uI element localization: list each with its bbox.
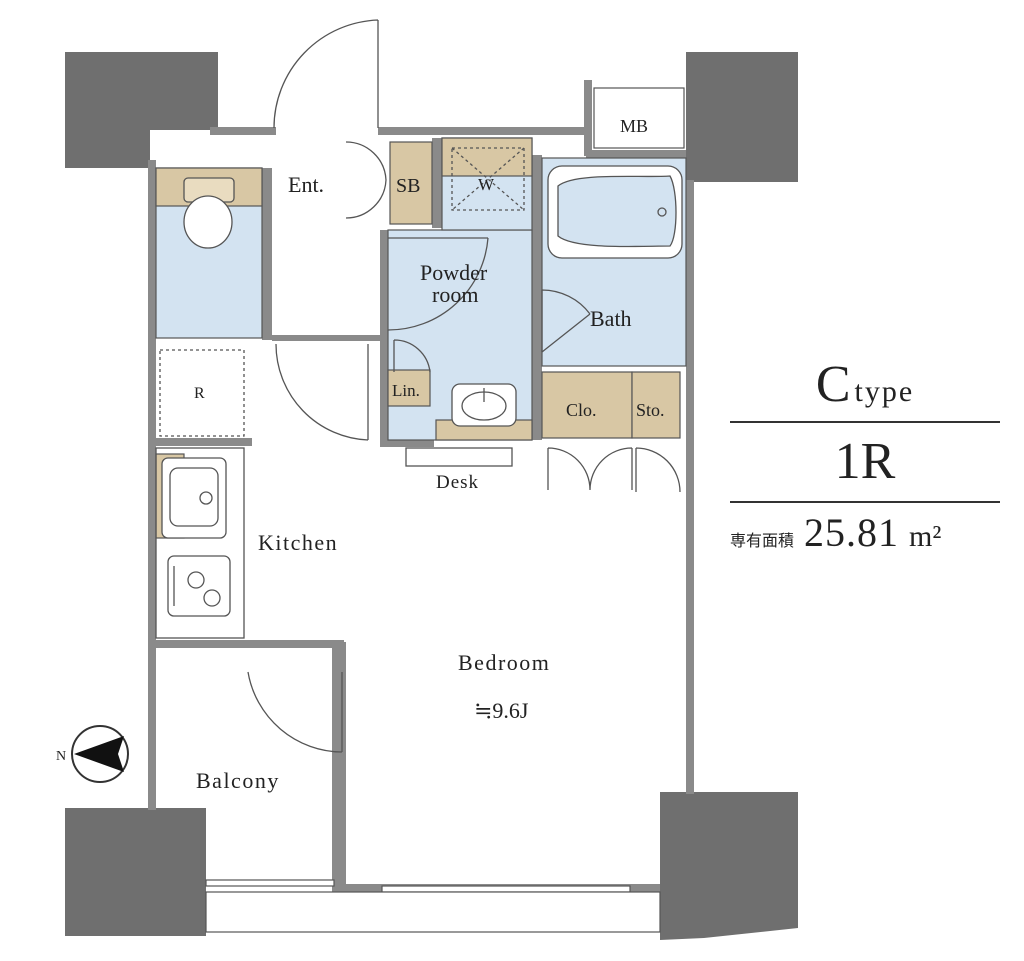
closet-door-icon: [547, 447, 633, 491]
wall-ent-divider: [432, 138, 442, 228]
label-storage: Sto.: [636, 400, 665, 420]
unit-type-letter: C: [815, 356, 851, 413]
wall-toilet-right: [262, 168, 272, 340]
floor-area-unit: m²: [909, 520, 942, 553]
label-closet: Clo.: [566, 400, 597, 420]
column-bottom-left: [65, 808, 206, 936]
storage-door-icon: [635, 447, 681, 493]
window-balcony: [205, 879, 335, 887]
windows: [205, 879, 661, 933]
powder-door-icon: [387, 237, 489, 331]
label-refrigerator: R: [194, 385, 205, 402]
balcony-rail: [205, 891, 661, 933]
bathtub-icon: [547, 165, 683, 259]
balcony-door-icon: [247, 671, 343, 753]
wall-mb-bottom: [586, 150, 686, 158]
hall-door-icon: [275, 343, 369, 441]
refrigerator-space: [159, 349, 245, 437]
door-swings: [247, 19, 681, 753]
label-shoe-box: SB: [396, 175, 420, 197]
wall-ent-bottom: [272, 335, 380, 341]
compass-north-label: N: [56, 749, 66, 764]
kitchen-sink-icon: [161, 457, 227, 539]
desk-icon: [405, 447, 513, 467]
wall-left: [148, 160, 156, 810]
bath-door-icon: [541, 289, 591, 353]
wall-mb-left: [584, 80, 592, 156]
layout-label: 1R: [834, 433, 896, 490]
unit-type-word: type: [854, 375, 915, 408]
divider-bottom: [730, 501, 1000, 503]
label-kitchen: Kitchen: [258, 530, 338, 555]
washer-top-band: [441, 137, 533, 177]
wall-bath-left: [532, 155, 542, 440]
label-bedroom: Bedroom: [458, 650, 550, 675]
wall-kitchen-top: [150, 438, 252, 446]
label-powder-room-line1: Powder: [420, 260, 488, 285]
entrance-door-icon: [273, 19, 379, 129]
storage-cupboard: [631, 371, 681, 439]
compass-icon: N: [56, 725, 129, 783]
column-bottom-right: [660, 792, 798, 940]
toilet-icon: [183, 177, 235, 249]
wall-top-mid: [378, 127, 586, 135]
wall-right: [686, 180, 694, 794]
column-top-right: [686, 52, 798, 182]
shoe-box-door-icon: [345, 141, 387, 219]
meter-box: [593, 87, 685, 149]
washbasin-icon: [451, 383, 517, 427]
stove-icon: [167, 555, 231, 617]
kitchen-counter: [155, 447, 245, 639]
label-bath: Bath: [590, 306, 632, 331]
linen-cupboard: [387, 369, 431, 407]
wall-top-left: [210, 127, 276, 135]
floor-area-value: 25.81: [804, 510, 900, 555]
fixtures: [155, 147, 683, 639]
shoe-box: [389, 141, 433, 225]
column-top-left: [65, 52, 218, 168]
floor-area-label: 専有面積: [730, 531, 795, 550]
floor-area: 専有面積 25.81 m²: [730, 509, 1000, 556]
label-linen: Lin.: [392, 381, 420, 400]
linen-door-icon: [393, 339, 431, 373]
label-meter-box: MB: [620, 116, 648, 136]
label-balcony: Balcony: [196, 768, 280, 793]
wall-balcony-top: [150, 640, 344, 648]
wall-balcony-right: [332, 642, 346, 892]
room-labels: Ent. SB W MB Powder room Bath R Lin. Clo…: [194, 116, 665, 793]
structural-columns: [65, 52, 798, 940]
closet: [541, 371, 633, 439]
label-entrance: Ent.: [288, 172, 324, 197]
label-desk: Desk: [436, 472, 479, 493]
label-powder-room-line2: room: [432, 282, 478, 307]
label-bedroom-size: ≒9.6J: [474, 698, 529, 723]
label-washer: W: [478, 175, 495, 194]
divider-top: [730, 421, 1000, 423]
washer-icon: [451, 147, 525, 211]
window-bedroom: [381, 885, 631, 893]
